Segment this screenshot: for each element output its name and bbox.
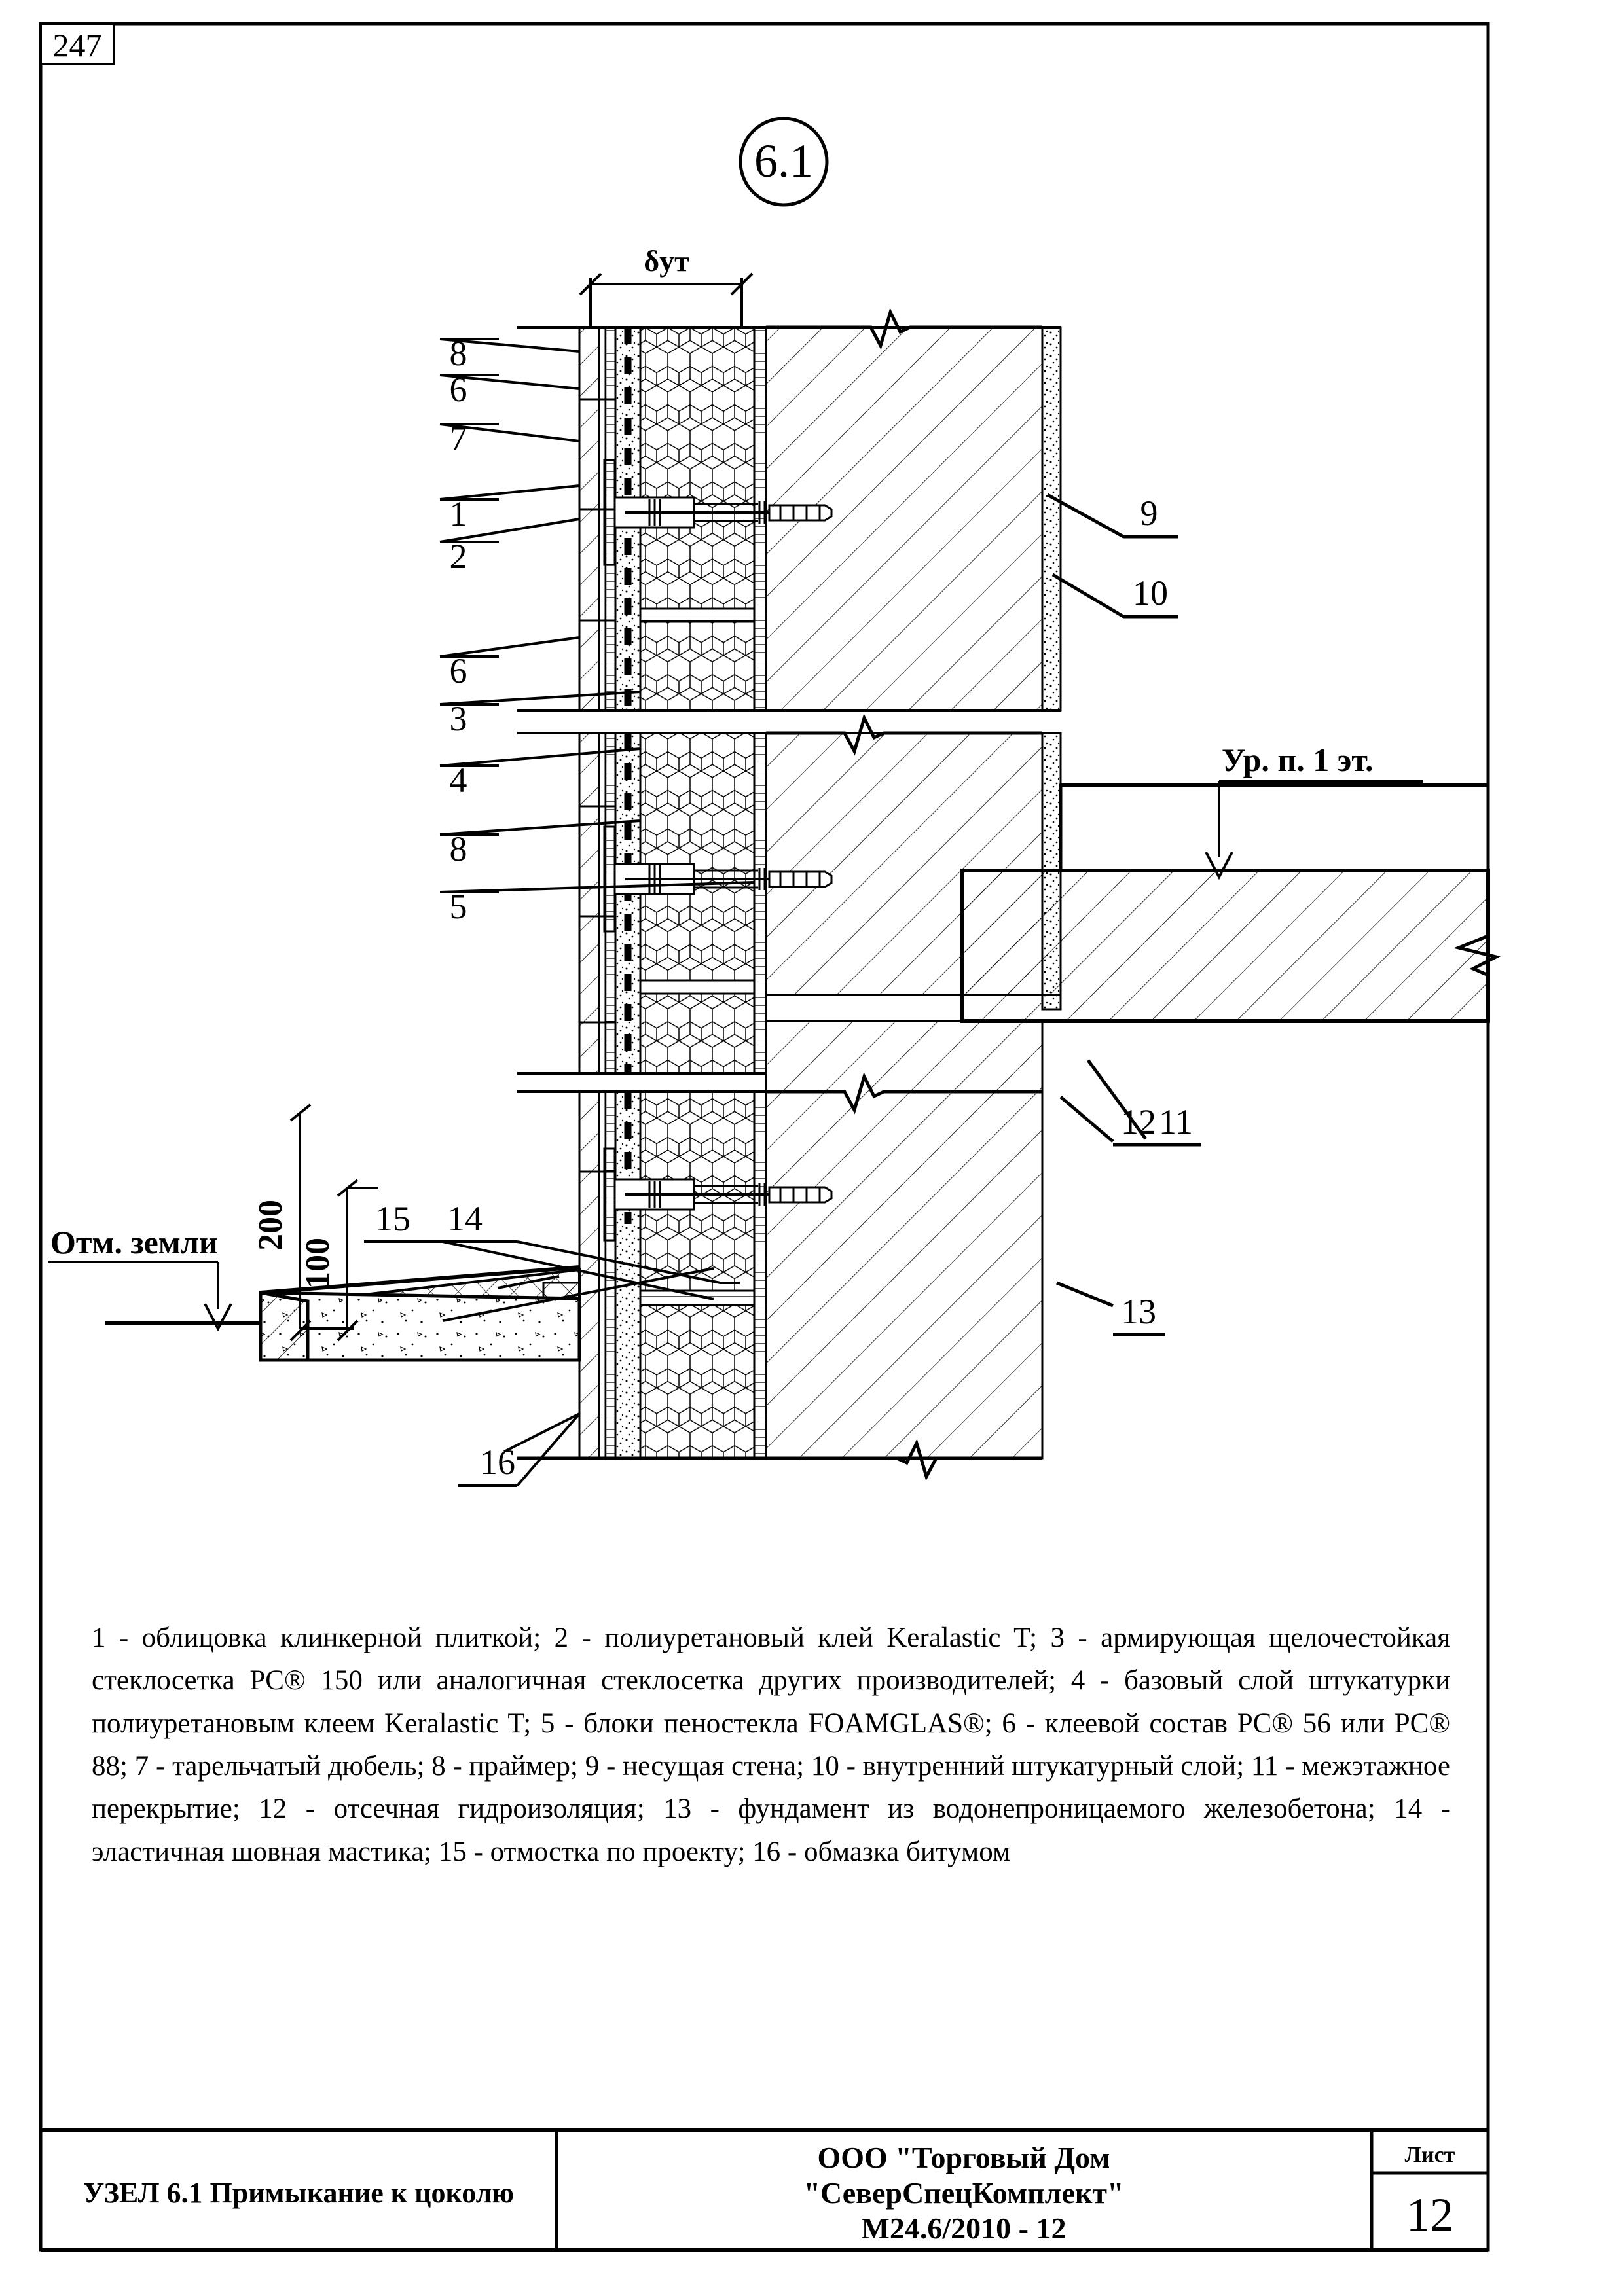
title-block-sheet-number: 12 (1406, 2189, 1453, 2241)
floor1-level-label: Ур. п. 1 эт. (1222, 742, 1374, 778)
callout-label-9: 9 (1140, 493, 1158, 533)
callout-label-10: 10 (1133, 573, 1168, 613)
left-callout-16: 16 (480, 1443, 515, 1482)
dimension-label-insulation: δут (644, 244, 689, 278)
callout-leaders-right (1046, 493, 1148, 1308)
dimension-insulation-thickness (579, 272, 754, 327)
title-block-company-line2: "СеверСпецКомплект" (803, 2176, 1123, 2210)
break-line-upper (766, 308, 1042, 350)
plate-dowel-upper (603, 459, 833, 566)
left-callout-14: 14 (447, 1199, 483, 1238)
break-line-plinth (766, 1072, 1042, 1115)
break-line-middle (766, 713, 1042, 756)
title-block-document-code: М24.6/2010 - 12 (861, 2212, 1066, 2245)
ground-level-label: Отм. земли (50, 1224, 218, 1261)
title-block (41, 2128, 1488, 2252)
page-number: 247 (53, 27, 102, 63)
break-line-bottom (896, 1439, 1042, 1481)
left-callout-15: 15 (375, 1199, 410, 1238)
detail-tag (739, 117, 829, 207)
floor1-level-marker (1205, 780, 1423, 880)
callout-label-11: 11 (1159, 1102, 1193, 1141)
plate-dowel-plinth (603, 1147, 833, 1242)
callout-leaders-lower-left (442, 1240, 740, 1487)
callout-shelves-right (1113, 535, 1201, 1336)
callout-label: 14 (447, 1199, 483, 1238)
callout-label-13: 13 (1121, 1292, 1156, 1331)
callout-leaders-left (439, 338, 755, 1453)
ground-level-marker (48, 1261, 261, 1332)
dimension-label-200: 200 (252, 1200, 289, 1251)
callout-label-12: 12 (1121, 1102, 1156, 1141)
wall-segment-plinth (517, 1020, 1044, 1460)
slab-support-ledge (1059, 783, 1490, 872)
callout-shelves-left (364, 338, 517, 1487)
callout-label: 16 (480, 1443, 515, 1482)
dimension-200 (289, 1103, 354, 1342)
cut-off-waterproofing (1041, 994, 1062, 1011)
title-block-detail-title: УЗЕЛ 6.1 Примыкание к цоколю (83, 2177, 514, 2209)
legend-block: 1 - облицовка клинкерной плиткой; 2 - по… (92, 1623, 1450, 1867)
title-block-company-line1: ООО "Торговый Дом (817, 2141, 1110, 2174)
legend-text: 1 - облицовка клинкерной плиткой; 2 - по… (92, 1623, 1450, 1867)
title-block-sheet-label: Лист (1405, 2143, 1455, 2167)
detail-tag-label: 6.1 (754, 135, 813, 187)
dimension-label-100: 100 (299, 1238, 337, 1289)
callout-label: 15 (375, 1199, 410, 1238)
dimension-100 (337, 1179, 378, 1342)
